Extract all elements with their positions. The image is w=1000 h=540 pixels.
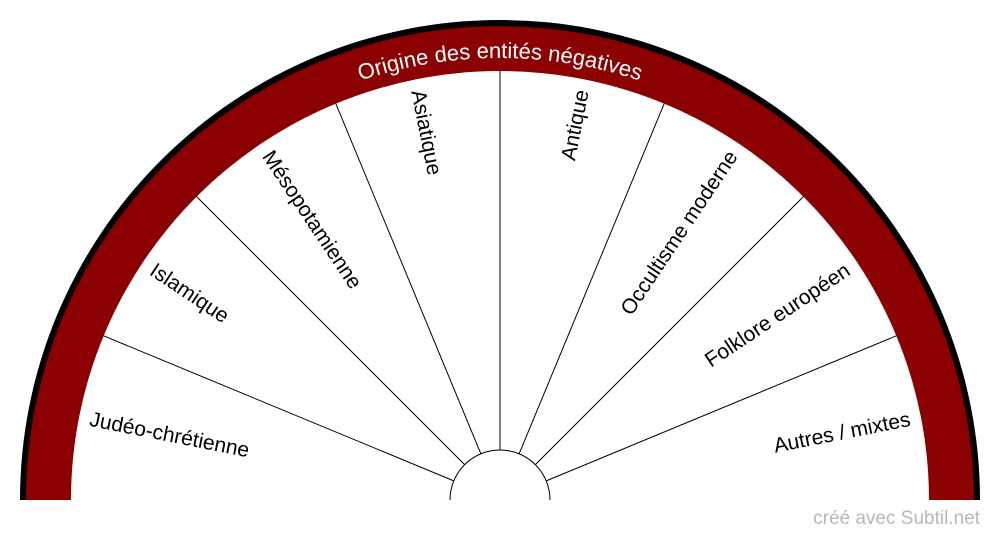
sector-divider xyxy=(335,103,482,455)
sector-divider xyxy=(545,335,897,482)
sector-divider xyxy=(196,196,465,465)
sector-divider xyxy=(518,103,665,455)
sector-dividers xyxy=(103,71,897,482)
sector-divider xyxy=(535,196,804,465)
center-hub xyxy=(449,449,551,501)
credit-footer: créé avec Subtil.net xyxy=(813,508,980,529)
sector-divider xyxy=(103,335,455,482)
